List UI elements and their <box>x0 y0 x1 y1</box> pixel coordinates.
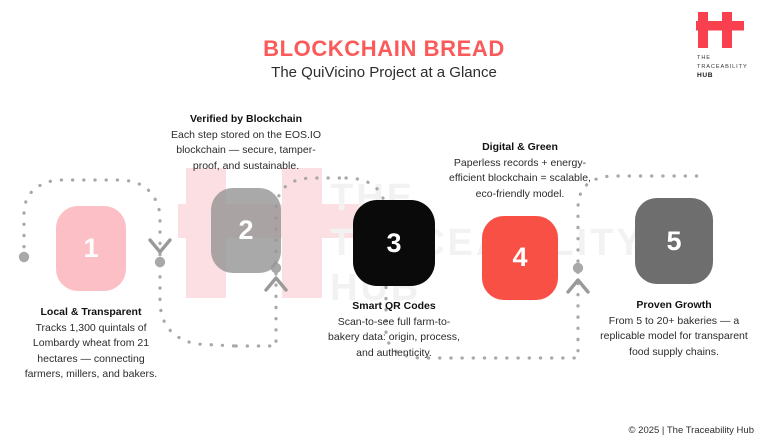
brand-logo: THE TRACEABILITY HUB <box>694 12 760 82</box>
step-5-title: Proven Growth <box>636 299 712 311</box>
page-title: BLOCKCHAIN BREAD <box>263 36 505 61</box>
page-subtitle: The QuiVicino Project at a Glance <box>271 64 497 81</box>
step-3-badge: 3 <box>353 200 435 286</box>
connector-arrow-up-1 <box>264 276 288 292</box>
brand-logo-text: THE TRACEABILITY HUB <box>697 54 760 82</box>
step-2-badge: 2 <box>211 187 281 273</box>
step-5[interactable]: 5 Proven Growth From 5 to 20+ bakeries —… <box>598 198 750 360</box>
step-1-caption: Local & Transparent Tracks 1,300 quintal… <box>18 305 164 382</box>
step-2[interactable]: Verified by Blockchain Each step stored … <box>170 112 322 273</box>
step-4-caption: Digital & Green Paperless records + ener… <box>444 140 596 202</box>
step-1-body: Tracks 1,300 quintals of Lombardy wheat … <box>24 322 158 380</box>
step-4-body: Paperless records + energy-efficient blo… <box>449 157 591 200</box>
brand-line-2: TRACEABILITY <box>697 63 748 70</box>
step-3-title: Smart QR Codes <box>352 300 436 312</box>
brand-line-3: HUB <box>697 72 714 80</box>
step-3-body: Scan-to-see full farm-to-bakery data: or… <box>328 316 460 359</box>
step-5-caption: Proven Growth From 5 to 20+ bakeries — a… <box>598 298 750 360</box>
step-2-title: Verified by Blockchain <box>189 113 303 125</box>
step-1-title: Local & Transparent <box>40 306 142 318</box>
traceability-hub-logo-icon <box>696 12 744 48</box>
footer-copyright: © 2025 | The Traceability Hub <box>628 425 754 436</box>
step-4-badge: 4 <box>482 215 558 300</box>
step-3-caption: Smart QR Codes Scan-to-see full farm-to-… <box>322 299 466 361</box>
step-1[interactable]: 1 Local & Transparent Tracks 1,300 quint… <box>18 206 164 382</box>
step-4-title: Digital & Green <box>482 141 558 153</box>
step-5-badge: 5 <box>635 198 713 284</box>
step-5-body: From 5 to 20+ bakeries — a replicable mo… <box>600 315 748 358</box>
step-2-body: Each step stored on the EOS.IO blockchai… <box>171 129 321 172</box>
step-1-badge: 1 <box>56 206 126 291</box>
step-4[interactable]: Digital & Green Paperless records + ener… <box>444 140 596 300</box>
brand-line-1: THE <box>697 55 711 61</box>
step-2-caption: Verified by Blockchain Each step stored … <box>170 112 322 174</box>
